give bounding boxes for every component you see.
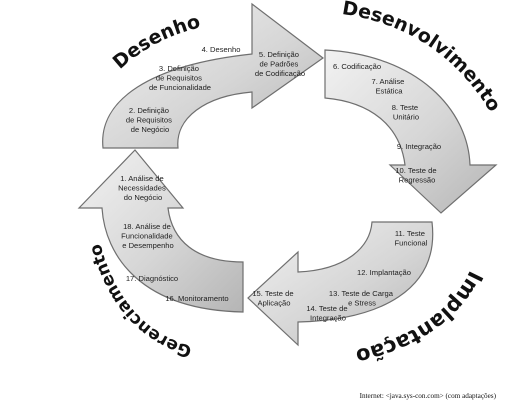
step-14-label: 14. Teste de Integração [306,304,349,323]
step-15-label: 15. Teste de Aplicação [252,289,295,308]
step-10-label: 10. Teste de Regressão [395,166,438,185]
step-12-label: 12. Implantação [357,268,411,277]
arrow-implantacao [247,221,434,347]
arrow-desenvolvimento [324,49,498,214]
arrow-desenho [102,2,325,149]
step-2-label: 2. Definição de Requisitos de Negócio [126,106,174,134]
step-11-label: 11. Teste Funcional [395,229,428,248]
step-5-label: 5. Definição de Padrões de Codificação [255,50,305,78]
arrow-gerenciamento [77,149,244,313]
step-4-label: 4. Desenho [202,45,241,54]
step-1-label: 1. Análise de Necessidades do Negócio [118,174,168,202]
step-17-label: 17. Diagnóstico [126,274,178,283]
step-6-label: 6. Codificação [333,62,381,71]
step-16-label: 16. Monitoramento [165,294,228,303]
step-3-label: 3. Definição de Requisitos de Funcionali… [149,64,211,92]
step-7-label: 7. Análise Estática [371,77,406,96]
step-13-label: 13. Teste de Carga e Stress [329,289,395,308]
step-8-label: 8. Teste Unitário [392,103,421,122]
step-18-label: 18. Análise de Funcionalidade e Desempen… [121,222,175,250]
source-credit: Internet: <java.sys-con.com> (com adapta… [360,392,497,400]
step-9-label: 9. Integração [397,142,441,151]
